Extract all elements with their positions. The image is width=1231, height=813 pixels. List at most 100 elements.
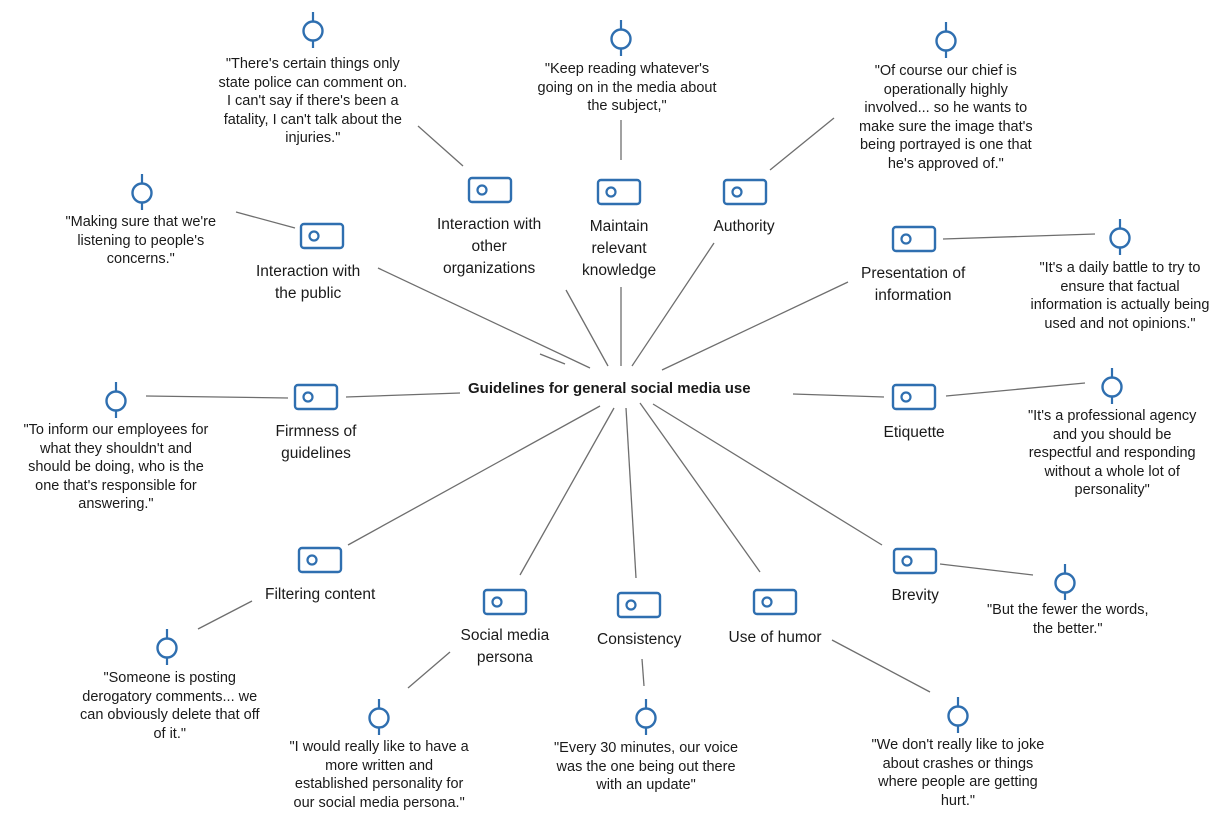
quote-pin-icon: [610, 20, 632, 56]
node-icon: [891, 383, 937, 411]
quote-humor: "We don't really like to joke about crash…: [872, 736, 1045, 810]
theme-label-line: Filtering content: [265, 586, 376, 603]
quote-pin-icon: [635, 699, 657, 735]
quote-line: "Of course our chief is: [874, 63, 1017, 79]
quote-pin-icon: [156, 629, 178, 665]
node-icon: [722, 178, 768, 206]
theme-label-humor: Use of humor: [729, 627, 822, 649]
quote-line: injuries.": [285, 130, 341, 146]
node-icon: [299, 222, 345, 250]
theme-label-presentation: Presentation of information: [861, 263, 965, 307]
quote-presentation: "It's a daily battle to try to ensure tha…: [1031, 259, 1210, 333]
node-icon: [297, 546, 343, 574]
theme-label-etiquette: Etiquette: [884, 422, 945, 444]
theme-label-line: Authority: [713, 218, 775, 235]
quote-line: "I would really like to have a: [289, 739, 469, 755]
theme-label-line: other: [471, 238, 507, 255]
quote-interaction-org: "There's certain things only state police…: [219, 55, 408, 148]
node-icon: [752, 588, 798, 616]
quote-line: make sure the image that's: [859, 118, 1033, 135]
theme-label-line: Presentation of: [861, 265, 966, 282]
quote-line: should be doing, who is the: [28, 459, 204, 475]
quote-line: answering.": [78, 496, 154, 512]
quote-line: the subject,": [587, 98, 667, 114]
node-icon: [892, 547, 938, 575]
quote-line: what they shouldn't and: [39, 440, 192, 457]
quote-pin-icon: [368, 699, 390, 735]
theme-label-line: Consistency: [597, 631, 682, 648]
quote-line: "Making sure that we're: [65, 214, 217, 230]
theme-label-line: Interaction with: [437, 216, 542, 233]
theme-label-interaction-org: Interaction with other organizations: [437, 214, 541, 280]
theme-label-line: Etiquette: [883, 424, 945, 441]
theme-label-line: Social media: [460, 627, 550, 644]
quote-line: hurt.": [940, 792, 976, 809]
quote-line: "Keep reading whatever's: [544, 61, 710, 77]
theme-label-consistency: Consistency: [597, 629, 681, 651]
quote-line: used and not opinions.": [1044, 315, 1196, 332]
quote-consistency: "Every 30 minutes, our voice was the one …: [554, 739, 738, 795]
quote-line: can obviously delete that off: [80, 707, 260, 723]
theme-label-line: guidelines: [281, 445, 351, 462]
quote-line: state police can comment on.: [218, 74, 408, 91]
theme-label-line: Use of humor: [728, 629, 822, 646]
connectors: [145, 117, 1096, 693]
quote-line: "We don't really like to joke: [871, 737, 1045, 753]
quote-line: about crashes or things: [882, 755, 1034, 772]
quote-authority: "Of course our chief is operationally hig…: [859, 62, 1033, 173]
node-icon: [616, 591, 662, 619]
quote-line: I can't say if there's been a: [227, 93, 399, 109]
quote-line: involved... so he wants to: [864, 100, 1028, 116]
quote-line: the better.": [1032, 620, 1103, 637]
quote-line: concerns.": [106, 251, 175, 267]
quote-line: "Every 30 minutes, our voice: [554, 740, 739, 756]
quote-line: operationally highly: [883, 81, 1008, 98]
quote-pin-icon: [131, 174, 153, 210]
quote-line: where people are getting: [878, 774, 1038, 790]
quote-line: and you should be: [1052, 426, 1172, 443]
node-icon: [596, 178, 642, 206]
theme-label-authority: Authority: [714, 216, 775, 238]
quote-line: fatality, I can't talk about the: [223, 111, 402, 128]
quote-line: ensure that factual: [1060, 278, 1180, 295]
theme-label-line: knowledge: [582, 262, 657, 279]
node-icons: [293, 176, 938, 619]
theme-label-line: Brevity: [891, 587, 939, 604]
quote-line: of it.": [153, 725, 187, 742]
quote-pin-icon: [1054, 564, 1076, 600]
quote-line: "Someone is posting: [103, 670, 236, 686]
quote-line: going on in the media about: [537, 79, 717, 96]
theme-label-brevity: Brevity: [892, 585, 939, 607]
quote-line: "There's certain things only: [225, 56, 400, 72]
theme-label-line: the public: [274, 285, 342, 302]
theme-label-line: Maintain: [589, 218, 649, 235]
quote-line: was the one being out there: [556, 758, 736, 775]
quote-line: "But the fewer the words,: [987, 602, 1149, 618]
quote-pin-icon: [105, 382, 127, 418]
quote-etiquette: "It's a professional agency and you shoul…: [1028, 407, 1196, 500]
theme-label-line: information: [874, 287, 952, 304]
theme-label-line: Interaction with: [256, 263, 361, 280]
node-icon: [467, 176, 513, 204]
theme-label-firmness: Firmness of guidelines: [276, 421, 357, 465]
quote-line: without a whole lot of: [1044, 463, 1180, 480]
quote-brevity: "But the fewer the words, the better.": [987, 601, 1149, 638]
quote-line: listening to people's: [77, 232, 205, 249]
theme-label-line: Firmness of: [275, 423, 357, 440]
node-icon: [293, 383, 339, 411]
quote-line: information is actually being: [1030, 297, 1210, 313]
quote-line: "It's a professional agency: [1028, 408, 1197, 424]
quote-line: "To inform our employees for: [23, 422, 209, 438]
quote-line: personality": [1074, 482, 1150, 498]
quote-line: being portrayed is one that: [859, 137, 1032, 153]
quote-firmness: "To inform our employees for what they sh…: [24, 421, 209, 514]
quote-line: he's approved of.": [887, 155, 1004, 172]
quote-pin-icon: [935, 22, 957, 58]
quote-line: "It's a daily battle to try to: [1039, 260, 1201, 276]
theme-label-line: organizations: [443, 260, 536, 277]
